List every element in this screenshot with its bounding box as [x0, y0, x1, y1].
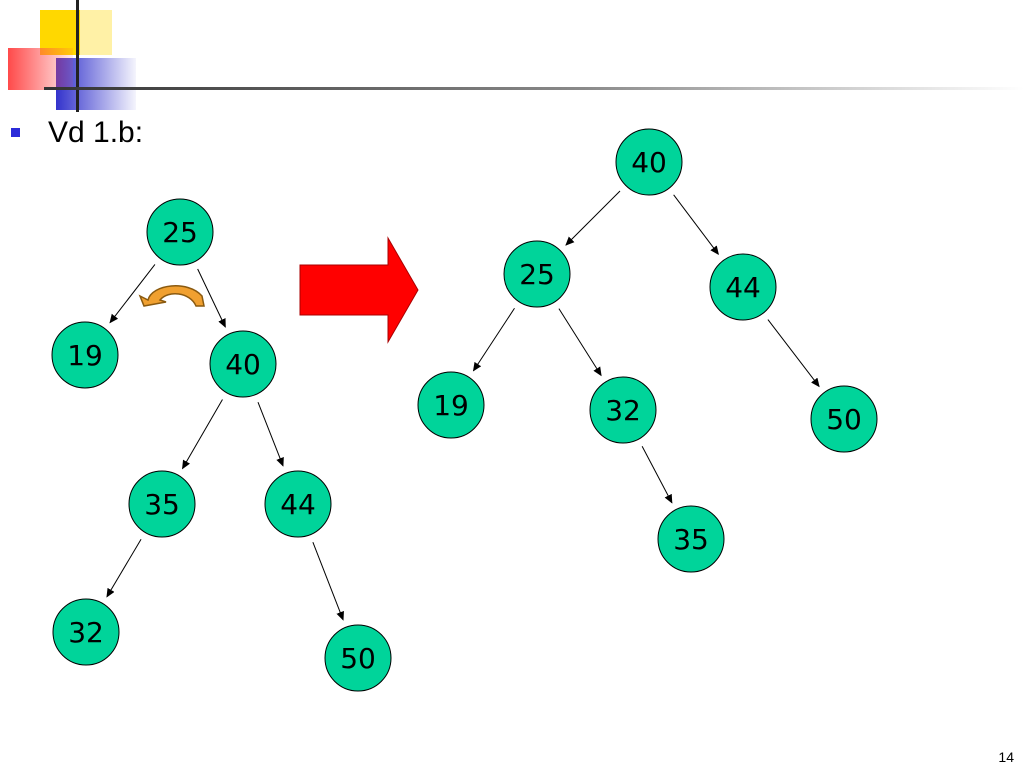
- tree-node: 35: [657, 505, 725, 573]
- node-label: 50: [340, 642, 376, 675]
- node-label: 25: [519, 258, 555, 291]
- tree-edges: [106, 190, 820, 621]
- tree-edge: [767, 319, 820, 388]
- slide-title: Vd 1.b:: [48, 116, 143, 149]
- deco-vertical-line: [76, 0, 79, 112]
- tree-node: 44: [709, 253, 777, 321]
- deco-horizontal-line: [44, 87, 1024, 90]
- tree-node: 35: [128, 470, 196, 538]
- tree-edge: [197, 268, 226, 328]
- node-circle: [709, 253, 777, 321]
- node-circle: [657, 505, 725, 573]
- tree-edge: [673, 194, 719, 256]
- node-circle: [264, 470, 332, 538]
- header-decoration: [8, 0, 1024, 112]
- node-label: 32: [605, 394, 641, 427]
- node-circle: [146, 198, 214, 266]
- node-label: 40: [631, 146, 667, 179]
- node-circle: [51, 321, 119, 389]
- deco-yellow-fade: [80, 10, 112, 55]
- node-circle: [810, 385, 878, 453]
- tree-node: 19: [51, 321, 119, 389]
- node-label: 32: [68, 616, 104, 649]
- tree-node: 50: [810, 385, 878, 453]
- node-circle: [589, 376, 657, 444]
- page-number: 14: [998, 749, 1014, 765]
- tree-before: 25 19 40 35 44 32 50: [51, 198, 392, 692]
- node-label: 44: [725, 271, 761, 304]
- node-circle: [52, 598, 120, 666]
- tree-node: 25: [503, 240, 571, 308]
- node-label: 19: [433, 389, 469, 422]
- deco-yellow-square: [40, 10, 80, 55]
- tree-edge: [312, 542, 344, 621]
- node-circle: [324, 624, 392, 692]
- tree-node: 32: [52, 598, 120, 666]
- deco-red-square: [8, 48, 73, 90]
- node-label: 44: [280, 488, 316, 521]
- square-bullet-icon: [11, 128, 20, 137]
- tree-edge: [257, 401, 284, 467]
- node-circle: [209, 330, 277, 398]
- node-circle: [503, 240, 571, 308]
- tree-node: 40: [209, 330, 277, 398]
- node-label: 40: [225, 348, 261, 381]
- node-circle: [128, 470, 196, 538]
- tree-node: 44: [264, 470, 332, 538]
- tree-edge: [565, 190, 621, 246]
- tree-node: 50: [324, 624, 392, 692]
- tree-node: 32: [589, 376, 657, 444]
- node-label: 25: [162, 216, 198, 249]
- tree-edge: [109, 264, 156, 324]
- node-label: 50: [826, 403, 862, 436]
- right-arrow-icon: [299, 236, 419, 344]
- node-label: 19: [67, 339, 103, 372]
- tree-after: 40 25 44 19 32 50 35: [417, 128, 878, 573]
- node-circle: [417, 371, 485, 439]
- tree-node: 19: [417, 371, 485, 439]
- tree-edge: [182, 399, 223, 470]
- tree-edge: [106, 538, 142, 598]
- tree-node: 25: [146, 198, 214, 266]
- tree-edge: [558, 308, 602, 377]
- tree-node: 40: [615, 128, 683, 196]
- tree-edge: [641, 446, 673, 504]
- node-circle: [615, 128, 683, 196]
- rotate-left-icon: [138, 285, 205, 307]
- node-label: 35: [144, 488, 180, 521]
- node-label: 35: [673, 523, 709, 556]
- tree-edge: [472, 307, 515, 372]
